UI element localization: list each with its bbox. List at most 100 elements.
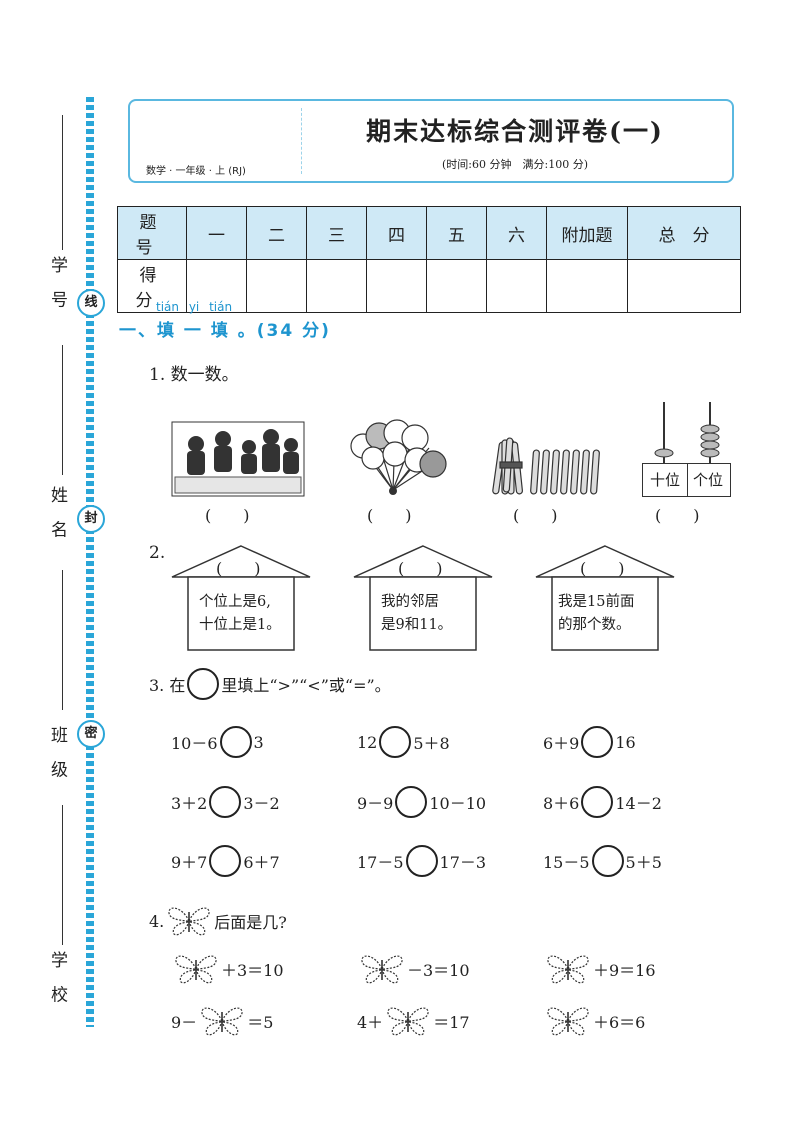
eq-left: 4＋ [357, 1013, 384, 1032]
section-pinyin: tián yi tián [156, 300, 233, 314]
expr-left: 10－6 [171, 734, 218, 753]
score-cell[interactable] [486, 259, 547, 313]
house-line: 我是15前面 [558, 594, 635, 610]
score-table-score-row: 得 分 [117, 259, 741, 313]
score-cell[interactable] [246, 259, 307, 313]
expr-right: 14－2 [615, 794, 662, 813]
expr-left: 8＋6 [543, 794, 580, 813]
score-col: 一 [186, 206, 247, 260]
house-line: 个位上是6, [199, 594, 271, 610]
abacus-picture: 十位 个位 [642, 400, 732, 498]
expr-left: 6＋9 [543, 734, 580, 753]
butterfly-icon[interactable] [545, 952, 591, 986]
answer-blank[interactable]: ( ) [655, 506, 700, 525]
score-col-total: 总 分 [627, 206, 741, 260]
section-title: 一、填 一 填 。(34 分) [119, 321, 331, 341]
expr-left: 9＋7 [171, 853, 208, 872]
answer-blank[interactable]: ( ) [513, 506, 558, 525]
school-line [62, 805, 63, 945]
butterfly-icon[interactable] [545, 1004, 591, 1038]
seal-seal: 封 [77, 505, 105, 533]
score-col-bonus: 附加题 [546, 206, 628, 260]
butterfly-icon [168, 907, 210, 936]
answer-blank[interactable]: ( ) [205, 506, 250, 525]
butterfly-icon[interactable] [173, 952, 219, 986]
eq-left: 9－ [171, 1013, 198, 1032]
q1-label: 1. 数一数。 [149, 365, 239, 385]
seal-secret: 密 [77, 720, 105, 748]
compare-item: 3＋2 3－2 [171, 786, 280, 818]
q4-prefix: 4. [149, 911, 165, 931]
answer-circle[interactable] [209, 786, 242, 818]
answer-circle[interactable] [395, 786, 428, 818]
answer-circle[interactable] [379, 726, 412, 758]
score-cell[interactable] [426, 259, 487, 313]
house-line: 我的邻居 [381, 594, 439, 610]
score-cell[interactable] [546, 259, 628, 313]
score-cell[interactable] [366, 259, 427, 313]
q2-label: 2. [149, 543, 166, 563]
score-table-header-row: 题 号 一 二 三 四 五 六 附加题 总 分 [117, 206, 741, 260]
expr-left: 3＋2 [171, 794, 208, 813]
score-table-row-label: 题 号 [117, 206, 187, 260]
house-line: 十位上是1。 [199, 617, 281, 633]
butterfly-equation: ＋9＝16 [543, 952, 656, 986]
house-1: ( ) 个位上是6, 十位上是1。 [171, 545, 311, 651]
q3-suffix: 里填上“>”“<”或“=”。 [221, 676, 391, 695]
eq-right: －3＝10 [407, 961, 470, 980]
eq-right: ＝17 [433, 1013, 470, 1032]
answer-blank[interactable]: ( ) [367, 506, 412, 525]
expr-right: 16 [615, 732, 636, 752]
answer-circle[interactable] [209, 845, 242, 877]
answer-circle[interactable] [219, 726, 252, 758]
eq-right: ＋3＝10 [221, 961, 284, 980]
compare-item: 15－5 5＋5 [543, 845, 662, 877]
eq-right: ＝5 [247, 1013, 274, 1032]
q3-label: 3. 在 里填上“>”“<”或“=”。 [149, 667, 391, 701]
compare-item: 8＋6 14－2 [543, 786, 662, 818]
score-cell[interactable] [627, 259, 741, 313]
score-row-label: 得 分 [117, 259, 187, 313]
house-3: ( ) 我是15前面 的那个数。 [535, 545, 675, 651]
expr-left: 15－5 [543, 853, 590, 872]
score-col: 三 [306, 206, 367, 260]
binding-strip [86, 97, 94, 1027]
expr-right: 5＋5 [625, 853, 662, 872]
answer-circle[interactable] [581, 726, 614, 758]
roof-blank[interactable]: ( ) [216, 559, 261, 578]
score-cell[interactable] [186, 259, 247, 313]
balloons-picture [350, 419, 447, 495]
answer-circle[interactable] [591, 845, 624, 877]
roof-blank[interactable]: ( ) [398, 559, 443, 578]
expr-right: 3－2 [243, 794, 280, 813]
butterfly-equation: ＋6＝6 [543, 1004, 645, 1038]
house-line: 的那个数。 [558, 617, 631, 633]
butterfly-icon[interactable] [359, 952, 405, 986]
abacus-tens-label: 十位 [642, 463, 688, 497]
score-cell[interactable] [306, 259, 367, 313]
school-label: 学 校 [47, 951, 67, 1009]
score-col: 二 [246, 206, 307, 260]
expr-right: 6＋7 [243, 853, 280, 872]
butterfly-icon[interactable] [385, 1004, 431, 1038]
expr-left: 17－5 [357, 853, 404, 872]
expr-right: 3 [253, 732, 264, 752]
page-title: 期末达标综合测评卷(一) [366, 117, 664, 146]
header-divider [301, 108, 302, 174]
butterfly-equation: 9－ ＝5 [171, 1004, 273, 1038]
people-picture [171, 421, 305, 497]
answer-circle[interactable] [405, 845, 438, 877]
answer-circle[interactable] [581, 786, 614, 818]
subject-info: 数学 · 一年级 · 上 (RJ) [146, 166, 246, 177]
eq-right: ＋6＝6 [593, 1013, 646, 1032]
compare-item: 6＋9 16 [543, 726, 636, 758]
butterfly-equation: 4＋ ＝17 [357, 1004, 470, 1038]
house-outline [171, 545, 311, 651]
butterfly-equation: －3＝10 [357, 952, 470, 986]
name-label: 姓 名 [47, 486, 67, 544]
roof-blank[interactable]: ( ) [580, 559, 625, 578]
score-col: 四 [366, 206, 427, 260]
sticks-picture [492, 437, 600, 495]
butterfly-icon[interactable] [199, 1004, 245, 1038]
